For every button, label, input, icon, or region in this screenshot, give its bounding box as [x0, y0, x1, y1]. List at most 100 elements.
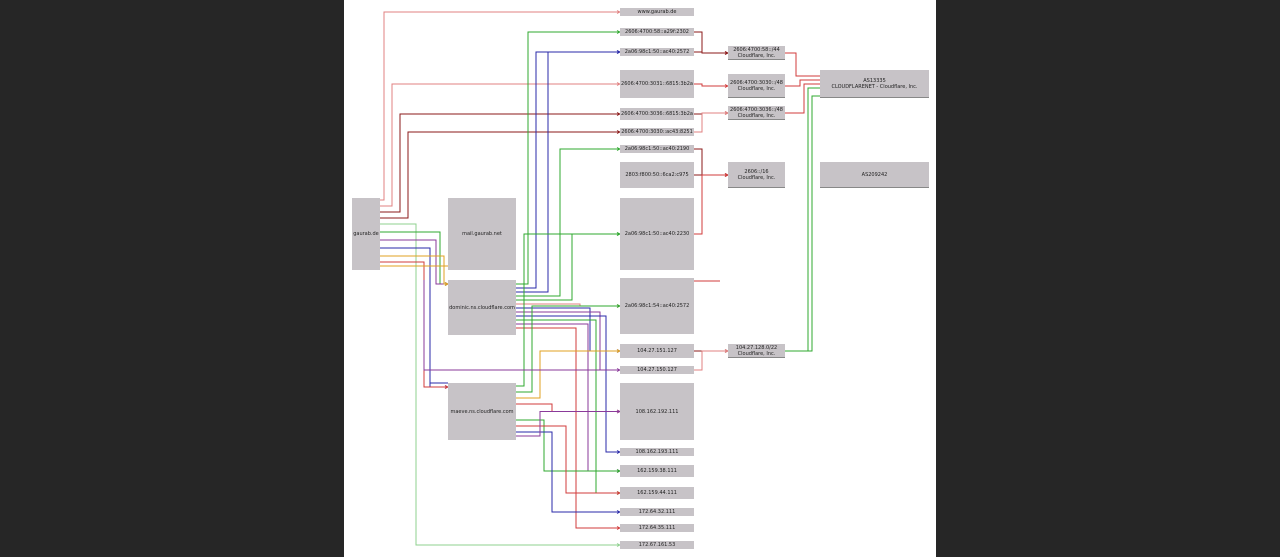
edge-line: [694, 83, 728, 87]
edge-line: [516, 431, 620, 513]
address-label: 162.159.38.111: [637, 468, 677, 474]
address-label: 108.162.192.111: [635, 408, 679, 415]
nameserver-label: dominic.ns.cloudflare.com: [449, 304, 515, 311]
edge-line: [785, 95, 820, 352]
address-label: 172.67.161.53: [638, 542, 676, 548]
edge-line: [694, 51, 728, 54]
asn-label: AS209242: [861, 171, 888, 178]
address-node[interactable]: 172.64.32.111: [620, 508, 694, 516]
nameserver-node[interactable]: dominic.ns.cloudflare.com: [448, 280, 516, 335]
edge-line: [516, 315, 620, 453]
address-label: 2606:4700:3031::6815:3b2a: [621, 81, 693, 87]
address-node[interactable]: 2606:4700:3036::6815:3b2a: [620, 108, 694, 120]
address-node[interactable]: 162.159.44.111: [620, 487, 694, 499]
network-prefix: 104.27.128.0/22: [735, 344, 778, 351]
address-node[interactable]: 108.162.192.111: [620, 383, 694, 440]
address-label: 2a06:98c1:50::ac40:2572: [624, 49, 690, 55]
edge-line: [516, 233, 620, 387]
address-label: www.gaurab.de: [637, 9, 677, 15]
edge-line: [516, 148, 620, 297]
address-label: 108.162.193.111: [635, 449, 679, 455]
edge-line: [516, 425, 620, 494]
network-prefix: 2606:4700:3036::/48: [730, 106, 783, 113]
address-label: 2803:f800:50::6ca2:c975: [625, 172, 689, 178]
edge-line: [694, 112, 728, 133]
address-node[interactable]: 108.162.193.111: [620, 448, 694, 456]
address-label: 2606:4700:3036::6815:3b2a: [621, 111, 693, 117]
address-node[interactable]: 104.27.151.127: [620, 344, 694, 358]
edge-line: [380, 255, 448, 285]
address-node[interactable]: 2606:4700:3030::ac43:8251: [620, 128, 694, 136]
asn-number: AS13335: [863, 77, 886, 84]
address-node[interactable]: 2a06:98c1:54::ac40:2572: [620, 278, 694, 334]
address-node[interactable]: 162.159.38.111: [620, 465, 694, 477]
edge-line: [694, 148, 728, 176]
edge-line: [694, 31, 728, 54]
edge-line: [380, 11, 620, 201]
address-node[interactable]: 2a06:98c1:50::ac40:2572: [620, 48, 694, 56]
root-domain-label: gaurab.de: [353, 231, 379, 237]
address-label: 2a06:98c1:50::ac40:2230: [624, 231, 690, 237]
edge-line: [380, 247, 448, 388]
edge-line: [516, 305, 620, 393]
edge-line: [380, 261, 448, 388]
asn-node[interactable]: AS209242: [820, 162, 929, 188]
edge-line: [785, 87, 820, 352]
edge-line: [785, 83, 820, 114]
network-prefix: 2606:4700:3030::/48: [730, 79, 783, 86]
network-prefix: 2606:4700:58::/44: [733, 46, 780, 53]
network-prefix: 2606::/16: [744, 168, 769, 175]
address-label: 162.159.44.111: [637, 490, 677, 496]
edge-line: [380, 223, 620, 546]
edge-line: [429, 270, 448, 384]
edge-line: [516, 350, 620, 399]
root-domain-node[interactable]: gaurab.de: [352, 198, 380, 270]
address-node[interactable]: 172.67.161.53: [620, 541, 694, 549]
edge-line: [516, 51, 620, 289]
edge-line: [380, 239, 448, 285]
address-node[interactable]: 2a06:98c1:50::ac40:2190: [620, 145, 694, 153]
address-node[interactable]: 172.64.35.111: [620, 524, 694, 532]
edge-line: [785, 52, 820, 77]
asn-org: CLOUDFLARENET - Cloudflare, Inc.: [831, 83, 918, 90]
address-label: 2606:4700:3030::ac43:8251: [621, 129, 693, 135]
network-org: Cloudflare, Inc.: [737, 85, 776, 92]
network-org: Cloudflare, Inc.: [737, 52, 776, 59]
network-org: Cloudflare, Inc.: [737, 350, 776, 357]
edge-line: [423, 280, 620, 371]
address-node[interactable]: 2606:4700:58::a29f:2302: [620, 28, 694, 36]
address-node[interactable]: 2a06:98c1:50::ac40:2230: [620, 198, 694, 270]
address-label: 172.64.32.111: [638, 509, 676, 515]
edge-line: [516, 31, 620, 285]
nameserver-label: mail.gaurab.net: [462, 231, 502, 237]
address-node[interactable]: 2803:f800:50::6ca2:c975: [620, 162, 694, 188]
address-node[interactable]: www.gaurab.de: [620, 8, 694, 16]
address-node[interactable]: 2606:4700:3031::6815:3b2a: [620, 70, 694, 98]
address-label: 104.27.151.127: [637, 348, 677, 354]
edge-line: [516, 233, 620, 301]
nameserver-node[interactable]: maeve.ns.cloudflare.com: [448, 383, 516, 440]
edge-line: [516, 419, 620, 472]
edge-line: [516, 51, 620, 293]
edge-line: [380, 113, 620, 213]
address-node[interactable]: 104.27.150.127: [620, 366, 694, 374]
network-org: Cloudflare, Inc.: [737, 174, 776, 181]
nameserver-node[interactable]: mail.gaurab.net: [448, 198, 516, 270]
network-org: Cloudflare, Inc.: [737, 112, 776, 119]
edge-line: [516, 327, 620, 529]
edge-line: [380, 83, 620, 207]
edge-line: [516, 403, 620, 412]
address-label: 2606:4700:58::a29f:2302: [625, 29, 689, 35]
